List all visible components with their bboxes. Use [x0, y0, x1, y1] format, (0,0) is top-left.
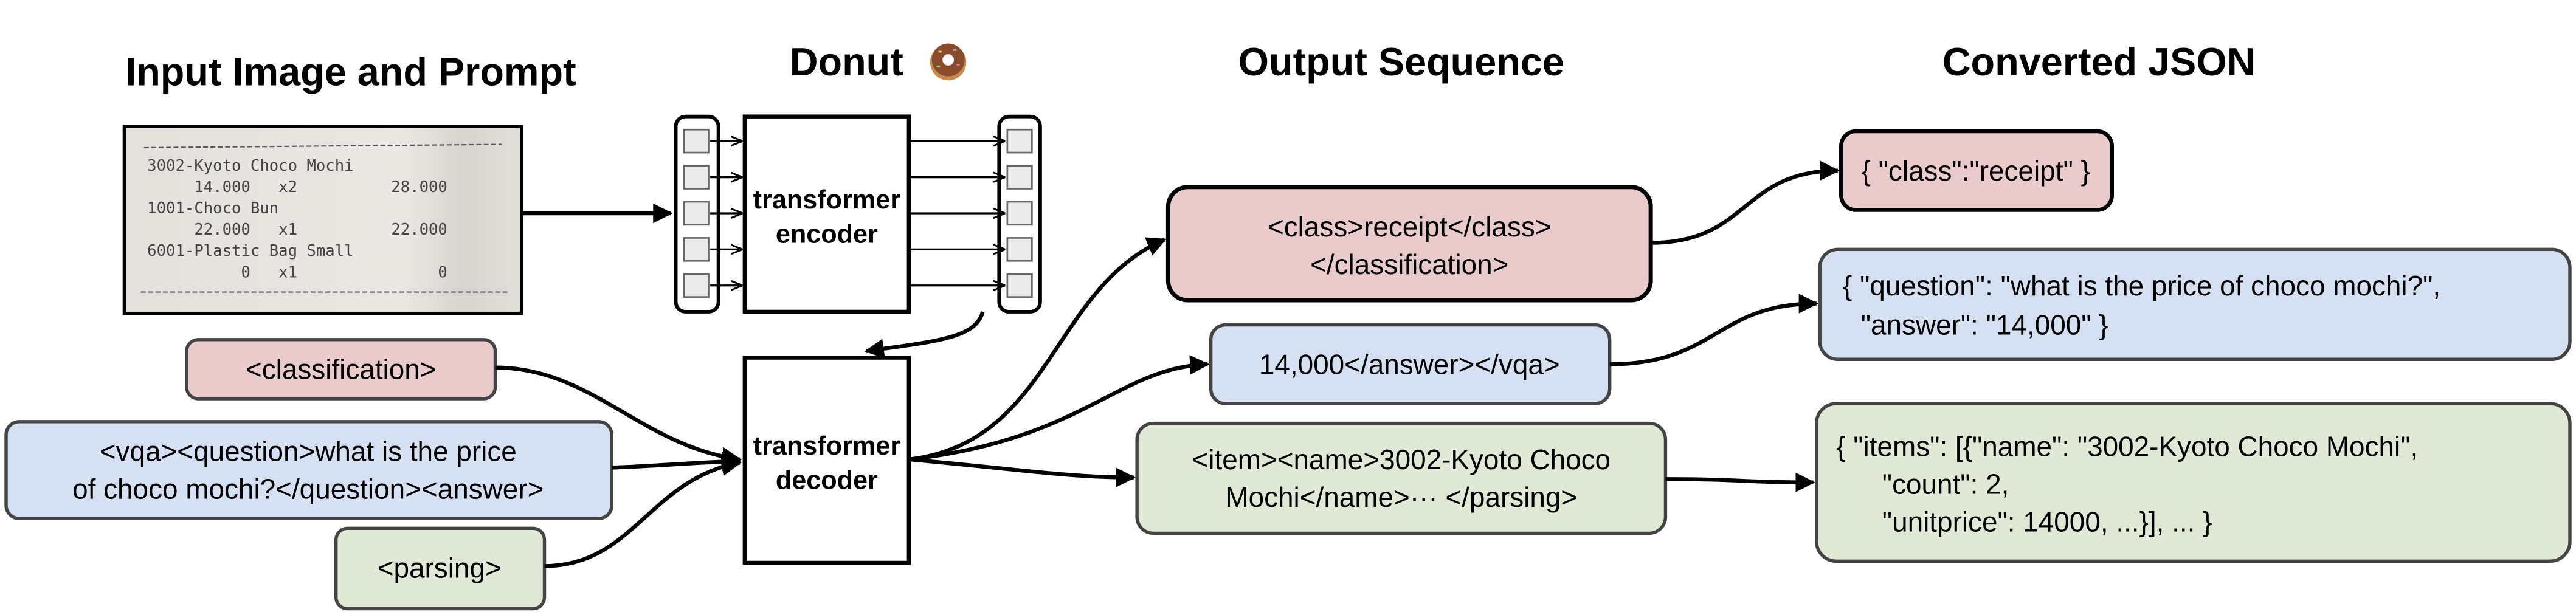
input-token-column	[674, 114, 742, 314]
prompt-classification: <classification>	[185, 338, 497, 401]
arrow-decoder-to-vqa-output	[908, 355, 1210, 462]
encoder-output-token-column	[908, 114, 1042, 314]
transformer-encoder: transformer encoder	[742, 114, 911, 314]
decoder-label-line: decoder	[776, 466, 878, 495]
receipt-line: 1001-Choco Bun	[147, 199, 278, 218]
encoded-token	[1006, 128, 1033, 154]
prompt-text: <classification>	[246, 354, 437, 385]
json-vqa: { "question": "what is the price of choc…	[1818, 247, 2572, 361]
encoded-token	[1006, 273, 1033, 298]
json-text: { "items": [{"name": "3002-Kyoto Choco M…	[1836, 431, 2418, 462]
prompt-parsing: <parsing>	[334, 526, 547, 611]
receipt-image: 3002-Kyoto Choco Mochi 14.000 x2 28.000 …	[122, 125, 523, 315]
input-token	[683, 237, 710, 262]
output-text: 14,000</answer></vqa>	[1259, 349, 1560, 380]
encoded-token	[1006, 165, 1033, 190]
receipt-line: 0 x1 0	[147, 263, 447, 281]
encoded-token	[1006, 237, 1033, 262]
arrow-decoder-to-parsing-output	[908, 457, 1136, 487]
receipt-line: 14.000 x2 28.000	[147, 178, 447, 196]
input-token	[683, 128, 710, 154]
json-classification: { "class":"receipt" }	[1839, 129, 2115, 212]
prompt-text: of choco mochi?</question><answer>	[72, 473, 544, 505]
input-token	[683, 165, 710, 190]
output-text: Mochi</name>··· </parsing>	[1225, 481, 1577, 513]
arrow-classification-to-decoder	[495, 365, 742, 467]
transformer-decoder: transformer decoder	[742, 356, 911, 565]
json-text: { "question": "what is the price of choc…	[1843, 270, 2440, 301]
output-vqa: 14,000</answer></vqa>	[1209, 323, 1612, 405]
prompt-text: <vqa><question>what is the price	[100, 436, 517, 467]
json-text: { "class":"receipt" }	[1862, 155, 2090, 187]
arrow-parsing-to-decoder	[544, 456, 742, 568]
encoder-label-line: encoder	[776, 220, 878, 249]
json-text: "count": 2,	[1882, 469, 2009, 500]
receipt-line: 22.000 x1 22.000	[147, 221, 447, 239]
json-parsing: { "items": [{"name": "3002-Kyoto Choco M…	[1815, 402, 2572, 563]
output-text: </classification>	[1310, 249, 1508, 280]
title-input: Input Image and Prompt	[125, 49, 576, 94]
arrow-vqa-to-json	[1609, 294, 1819, 366]
arrow-parsing-to-json	[1665, 472, 1815, 492]
output-text: <item><name>3002-Kyoto Choco	[1192, 444, 1611, 475]
input-token	[683, 201, 710, 226]
title-output: Output Sequence	[1238, 40, 1564, 84]
output-text: <class>receipt</class>	[1268, 211, 1552, 242]
prompt-vqa: <vqa><question>what is the price of choc…	[4, 420, 613, 520]
json-text: "unitprice": 14000, ...}], ... }	[1882, 506, 2212, 538]
receipt-line: 3002-Kyoto Choco Mochi	[147, 157, 353, 175]
receipt-line: 6001-Plastic Bag Small	[147, 242, 353, 260]
arrow-class-to-json	[1651, 160, 1840, 245]
encoder-label-line: transformer	[753, 185, 901, 215]
output-classification: <class>receipt</class> </classification>	[1165, 185, 1653, 303]
json-text: "answer": "14,000" }	[1861, 309, 2108, 341]
decoder-label-line: transformer	[753, 431, 901, 461]
arrow-encoder-to-decoder	[864, 311, 985, 359]
arrow-decoder-to-class-output	[908, 237, 1167, 462]
output-parsing: <item><name>3002-Kyoto Choco Mochi</name…	[1135, 421, 1668, 535]
donut-emoji-icon	[930, 43, 967, 81]
encoded-token	[1006, 201, 1033, 226]
title-donut: Donut	[790, 40, 903, 84]
title-json: Converted JSON	[1942, 40, 2256, 84]
input-token	[683, 273, 710, 298]
prompt-text: <parsing>	[378, 552, 502, 583]
